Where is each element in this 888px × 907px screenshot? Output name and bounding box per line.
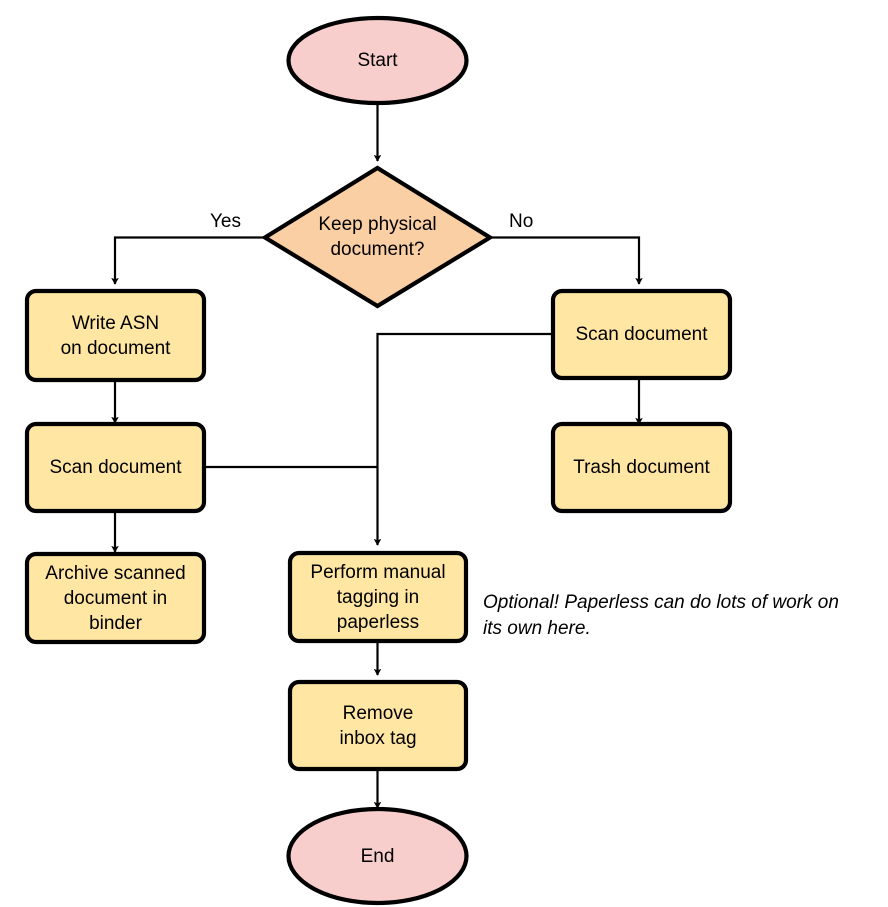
node-scan-document-left[interactable] — [24, 421, 207, 514]
edge-decision-no-to-scan-right — [490, 236, 643, 285]
node-end[interactable] — [286, 806, 469, 906]
node-manual-tagging[interactable] — [287, 550, 469, 644]
edge-decision-yes-to-write-asn — [111, 236, 265, 285]
node-scan-document-right[interactable] — [550, 288, 733, 381]
connector-group — [111, 103, 643, 809]
edge-label-no: No — [509, 211, 534, 232]
node-write-asn[interactable] — [24, 288, 207, 383]
edge-label-yes: Yes — [210, 211, 241, 232]
node-trash-document[interactable] — [550, 421, 733, 514]
note-optional-paperless: Optional! Paperless can do lots of work … — [483, 592, 839, 639]
node-archive-scanned-document[interactable] — [24, 551, 207, 645]
node-remove-inbox-tag[interactable] — [287, 679, 469, 772]
edge-scan-right-to-manual-tagging — [373, 332, 553, 546]
node-decision-keep-physical[interactable] — [260, 165, 495, 309]
node-start[interactable] — [286, 15, 469, 106]
